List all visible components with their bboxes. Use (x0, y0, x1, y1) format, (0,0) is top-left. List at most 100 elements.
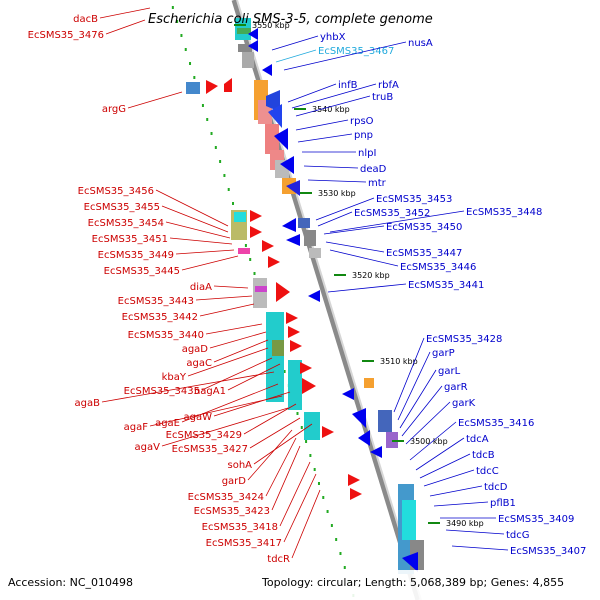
gene-label-ecsms35_3417[interactable]: EcSMS35_3417 (206, 538, 282, 549)
right-label-connector (315, 197, 375, 221)
gene-label-mtr[interactable]: mtr (368, 178, 387, 189)
gene-label-ecsms35_3443[interactable]: EcSMS35_3443 (118, 296, 194, 307)
gene-label-trub[interactable]: truB (372, 92, 393, 103)
gene-label-soha[interactable]: sohA (227, 460, 252, 471)
left-label-connector (101, 371, 275, 403)
track-dot (300, 426, 303, 429)
left-label-connector (247, 429, 293, 481)
track-dot (214, 146, 217, 149)
right-label-connector (327, 283, 407, 293)
gene-label-ecsms35_3476[interactable]: EcSMS35_3476 (28, 30, 104, 41)
gene-label-ecsms35_3467[interactable]: EcSMS35_3467 (318, 46, 394, 57)
gene-label-ecsms35_3445[interactable]: EcSMS35_3445 (104, 266, 180, 277)
gene-label-ecsms35_3418[interactable]: EcSMS35_3418 (202, 522, 278, 533)
left-label-connector (181, 383, 279, 423)
gene-label-ecsms35_3448[interactable]: EcSMS35_3448 (466, 207, 542, 218)
gene-label-tdca[interactable]: tdcA (466, 434, 489, 445)
right-label-connector (423, 469, 475, 487)
left-label-connector (253, 423, 313, 465)
gene-label-ecsms35_3442[interactable]: EcSMS35_3442 (122, 312, 198, 323)
left-label-connector (127, 91, 183, 109)
gene-label-garr[interactable]: garR (444, 382, 468, 393)
gene-label-ecsms35_3424[interactable]: EcSMS35_3424 (188, 492, 264, 503)
gene-label-gard[interactable]: garD (222, 476, 247, 487)
gene-label-garp[interactable]: garP (432, 348, 455, 359)
gene-label-ecsms35_3451[interactable]: EcSMS35_3451 (92, 234, 168, 245)
gene-label-tdcd[interactable]: tdcD (484, 482, 508, 493)
gene-label-gark[interactable]: garK (452, 398, 476, 409)
gene-label-pnp[interactable]: pnp (354, 130, 373, 141)
kbp-tick-label: 3550 kbp (252, 21, 290, 30)
gene-label-agae[interactable]: agaE (155, 418, 180, 429)
gene-label-ecsms35_3407[interactable]: EcSMS35_3407 (510, 546, 586, 557)
gene-label-agav[interactable]: agaV (135, 442, 161, 453)
left-label-connector (227, 363, 281, 391)
right-label-connector (329, 210, 465, 233)
gene-label-yhbx[interactable]: yhbX (320, 32, 346, 43)
right-label-connector (329, 249, 399, 267)
gene-label-rpso[interactable]: rpsO (350, 116, 374, 127)
gene-label-naga1[interactable]: nagA1 (194, 386, 226, 397)
gene-label-ecsms35_3454[interactable]: EcSMS35_3454 (88, 218, 164, 229)
track-dot (305, 440, 308, 443)
right-label-connector (405, 401, 451, 445)
gene-label-ecsms35_3455[interactable]: EcSMS35_3455 (84, 202, 160, 213)
gene-label-ecsms35_3429[interactable]: EcSMS35_3429 (166, 430, 242, 441)
left-label-connector (213, 285, 249, 289)
gene-label-ecsms35_3409[interactable]: EcSMS35_3409 (498, 514, 574, 525)
gene-label-ecsms35_3450[interactable]: EcSMS35_3450 (386, 222, 462, 233)
gene-label-ecsms35_3452[interactable]: EcSMS35_3452 (354, 208, 430, 219)
gene-label-argg[interactable]: argG (102, 104, 126, 115)
left-label-connector (181, 255, 239, 271)
accession-text: Accession: NC_010498 (8, 576, 133, 589)
gene-label-pflb1[interactable]: pflB1 (490, 498, 516, 509)
gene-label-infb[interactable]: infB (338, 80, 358, 91)
left-label-connector (209, 331, 267, 349)
right-label-connector (419, 453, 471, 479)
right-label-connector (271, 35, 319, 51)
gene-label-ecsms35_3453[interactable]: EcSMS35_3453 (376, 194, 452, 205)
gene-label-agac[interactable]: agaC (186, 358, 212, 369)
track-dot (223, 174, 226, 177)
gene-label-nusa[interactable]: nusA (408, 38, 433, 49)
gene-label-ecsms35_3449[interactable]: EcSMS35_3449 (98, 250, 174, 261)
left-label-connector (291, 489, 321, 559)
gene-label-ecsms35_3456[interactable]: EcSMS35_3456 (78, 186, 154, 197)
gene-label-tdcg[interactable]: tdcG (506, 530, 530, 541)
gene-label-agaw[interactable]: agaW (184, 412, 213, 423)
gene-label-ecsms35_3446[interactable]: EcSMS35_3446 (400, 262, 476, 273)
gene-label-rbfa[interactable]: rbfA (378, 80, 399, 91)
track-dot (227, 188, 230, 191)
gene-label-tdcr[interactable]: tdcR (267, 554, 290, 565)
track-dot (313, 468, 316, 471)
track-dot (176, 20, 179, 23)
track-dot (180, 34, 183, 37)
left-label-connector (155, 189, 229, 227)
gene-label-ecsms35_3440[interactable]: EcSMS35_3440 (128, 330, 204, 341)
gene-label-ecsms35_3416[interactable]: EcSMS35_3416 (458, 418, 534, 429)
track-dot (210, 132, 213, 135)
kbp-tick-label: 3510 kbp (380, 357, 418, 366)
gene-label-ecsms35_3427[interactable]: EcSMS35_3427 (172, 444, 248, 455)
gene-label-garl[interactable]: garL (438, 366, 461, 377)
gene-label-agab[interactable]: agaB (75, 398, 101, 409)
gene-label-dead[interactable]: deaD (360, 164, 387, 175)
track-dot (343, 566, 346, 569)
gene-label-agad[interactable]: agaD (182, 344, 209, 355)
gene-label-tdcc[interactable]: tdcC (476, 466, 499, 477)
gene-label-dacb[interactable]: dacB (73, 14, 98, 25)
gene-label-diaa[interactable]: diaA (190, 282, 212, 293)
gene-label-ecsms35_3423[interactable]: EcSMS35_3423 (194, 506, 270, 517)
track-dot (184, 48, 187, 51)
left-label-connector (213, 339, 269, 363)
left-label-connector (105, 19, 146, 35)
gene-label-kbay[interactable]: kbaY (162, 372, 187, 383)
track-dot (249, 258, 252, 261)
gene-label-tdcb[interactable]: tdcB (472, 450, 495, 461)
gene-label-nlpi[interactable]: nlpI (358, 148, 376, 159)
gene-label-ecsms35_3447[interactable]: EcSMS35_3447 (386, 248, 462, 259)
gene-label-agaf[interactable]: agaF (124, 422, 149, 433)
track-dot (309, 454, 312, 457)
gene-label-ecsms35_3428[interactable]: EcSMS35_3428 (426, 334, 502, 345)
gene-label-ecsms35_3441[interactable]: EcSMS35_3441 (408, 280, 484, 291)
